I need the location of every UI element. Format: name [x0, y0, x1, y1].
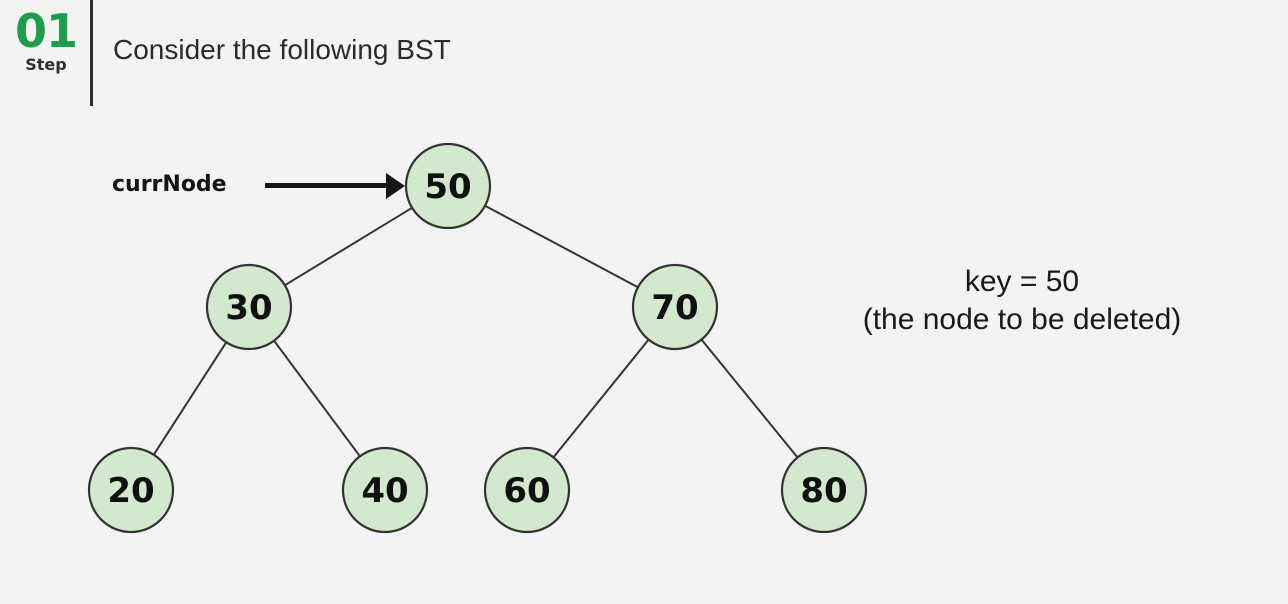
- tree-node-80[interactable]: 80: [780, 446, 868, 534]
- tree-node-value: 80: [800, 471, 847, 511]
- tree-node-value: 70: [651, 288, 698, 328]
- tree-edge: [700, 338, 799, 459]
- tree-node-circle: [631, 263, 719, 351]
- tree-node-20[interactable]: 20: [87, 446, 175, 534]
- tree-node-layer: 50 30 70 20 40 60 80: [87, 142, 868, 534]
- key-annotation-line1: key = 50: [964, 265, 1080, 298]
- tree-node-circle: [780, 446, 868, 534]
- curr-node-label: currNode: [112, 172, 227, 197]
- tree-node-value: 60: [503, 471, 550, 511]
- tree-node-value: 20: [107, 471, 154, 511]
- header-divider: [90, 0, 93, 106]
- pointer-arrow-head-icon: [386, 173, 405, 199]
- tree-node-value: 30: [225, 288, 272, 328]
- tree-node-circle: [341, 446, 429, 534]
- tree-node-50[interactable]: 50: [404, 142, 492, 230]
- tree-node-circle: [483, 446, 571, 534]
- key-annotation-line2: (the node to be deleted): [862, 303, 1182, 337]
- step-number: 01: [14, 4, 78, 58]
- tree-node-value: 40: [361, 471, 408, 511]
- key-annotation: key = 50 (the node to be deleted): [812, 263, 1232, 339]
- step-word-label: Step: [25, 54, 67, 74]
- tree-node-30[interactable]: 30: [205, 263, 293, 351]
- tree-node-circle: [87, 446, 175, 534]
- tree-edge: [484, 204, 639, 289]
- step-badge: 01 Step: [8, 4, 84, 74]
- tree-edge: [273, 340, 361, 457]
- tree-node-70[interactable]: 70: [631, 263, 719, 351]
- page-title: Consider the following BST: [113, 34, 451, 65]
- tree-node-circle: [205, 263, 293, 351]
- tree-edge: [552, 339, 650, 458]
- tree-node-40[interactable]: 40: [341, 446, 429, 534]
- tree-node-60[interactable]: 60: [483, 446, 571, 534]
- tree-node-circle: [404, 142, 492, 230]
- tree-edge: [284, 206, 413, 287]
- tree-node-value: 50: [424, 167, 471, 207]
- tree-edge-layer: [152, 204, 799, 459]
- tree-edge: [152, 341, 228, 456]
- pointer-arrow-shaft: [265, 183, 389, 188]
